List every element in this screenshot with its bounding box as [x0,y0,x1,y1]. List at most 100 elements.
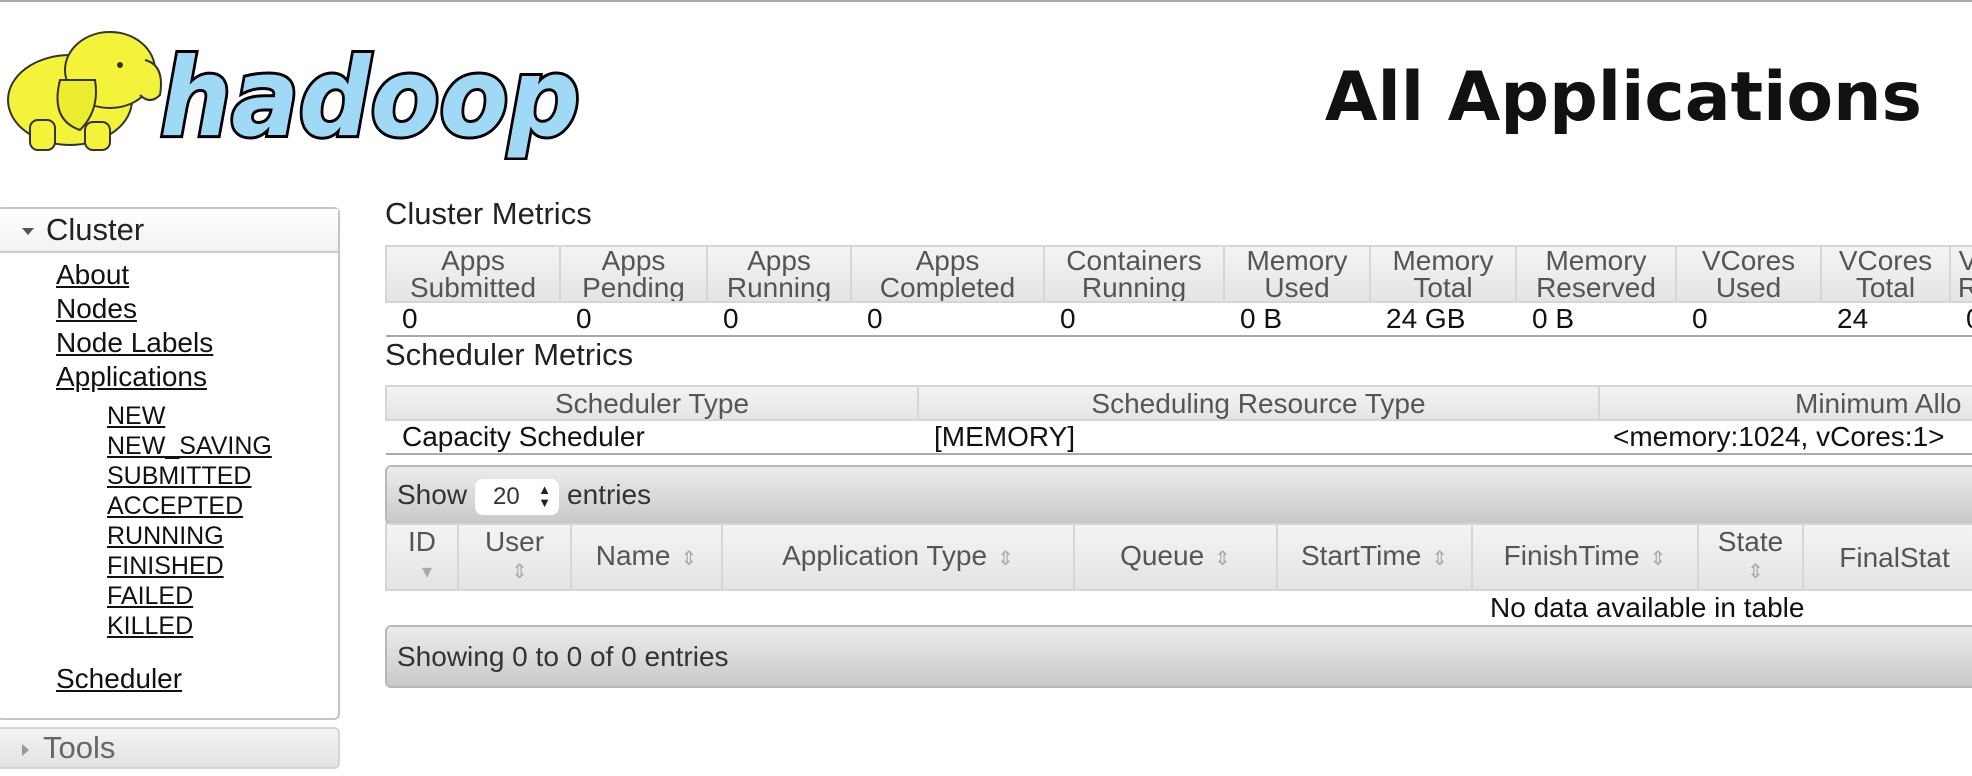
select-arrows-icon: ▲▼ [538,481,552,510]
metric-header-line: Total [1413,272,1473,302]
sort-icon: ⇕ [1747,561,1764,583]
header-scheduler-type: Scheduler Type [385,385,919,421]
metric-header-line: Running [726,272,832,302]
metric-value: 0 [1044,301,1224,337]
metric-value: 0 B [1224,301,1370,337]
sort-icon: ⇕ [680,547,698,570]
sidebar-state-running[interactable]: RUNNING [107,522,224,550]
sidebar-state-submitted[interactable]: SUBMITTED [107,462,252,490]
triangle-down-icon [22,228,34,236]
metric-header-line: Submitted [409,272,537,302]
page-size-select[interactable]: 20▲▼ [475,478,560,515]
minimum-allocation-value: <memory:1024, vCores:1> [1599,419,1972,455]
metric-header-line: Apps [915,246,980,276]
applications-header-row: ID▾User⇕Name⇕Application Type⇕Queue⇕Star… [385,523,1972,591]
cluster-metrics-title: Cluster Metrics [385,196,592,231]
tools-section-toggle[interactable]: Tools [0,727,340,769]
sort-icon: ⇕ [511,561,528,583]
sort-icon: ⇕ [1214,547,1231,570]
sort-desc-icon: ▾ [421,561,433,583]
metric-header-line: Reserved [1536,272,1656,302]
metric-value: 24 [1821,301,1950,337]
metric-header-line: V [1952,248,1972,275]
metric-header-line: Apps [441,246,505,276]
metric-header-line: Running [1081,272,1187,302]
column-header-label: FinalStat [1839,541,1950,573]
metric-header-line: Apps [601,246,666,276]
sidebar-link-node-labels[interactable]: Node Labels [56,327,214,358]
table-info-text: Showing 0 to 0 of 0 entries [397,641,729,672]
column-header[interactable]: Name ⇕ [570,523,723,591]
metric-value: 0 [1950,301,1972,337]
scheduler-metrics-title: Scheduler Metrics [385,337,634,372]
column-header[interactable]: ID▾ [385,523,459,591]
sidebar-state-killed[interactable]: KILLED [107,612,194,640]
sidebar-cluster-panel: Cluster About Nodes Node Labels Applicat… [0,207,340,720]
metric-header-line: Used [1264,272,1330,302]
sidebar-link-scheduler[interactable]: Scheduler [56,663,183,694]
metric-header-line: Total [1855,272,1916,302]
table-info-bar: Showing 0 to 0 of 0 entries [385,625,1972,688]
column-header[interactable]: FinalStat [1802,523,1972,591]
svg-text:hadoop: hadoop [160,36,580,160]
column-header[interactable]: State ⇕ [1697,523,1804,591]
top-border [0,0,1972,2]
column-header[interactable]: Application Type ⇕ [721,523,1075,591]
cluster-section-toggle[interactable]: Cluster [0,209,338,253]
header-scheduling-resource-type: Scheduling Resource Type [917,385,1600,421]
column-header-label: Queue [1120,539,1205,571]
sidebar-link-about[interactable]: About [56,259,130,290]
tools-label: Tools [43,730,116,765]
sidebar-link-nodes[interactable]: Nodes [56,293,137,324]
scheduler-metrics-header-row: Scheduler Type Scheduling Resource Type … [385,385,1972,421]
page-title: All Applications [1324,58,1922,137]
sidebar-state-failed[interactable]: FAILED [107,582,194,610]
sidebar-state-finished[interactable]: FINISHED [107,552,224,580]
column-header-label: State [1717,526,1784,557]
resource-type-value: [MEMORY] [918,419,1599,455]
metric-value: 0 [560,301,707,337]
sort-icon: ⇕ [997,547,1014,570]
header-minimum-allocation: Minimum Allo [1598,385,1972,421]
column-header-label: Name [595,539,671,571]
sidebar-state-new[interactable]: NEW [107,402,166,430]
triangle-right-icon [22,743,29,756]
metric-header-line: Pending [582,272,685,302]
metric-header-line: Containers [1066,246,1202,276]
sidebar-link-applications[interactable]: Applications [56,361,207,392]
metric-header-line: Memory [1392,246,1494,276]
entries-label: entries [567,479,652,510]
metric-header-line: Memory [1545,246,1647,276]
metric-header-line: Memory [1246,246,1348,276]
metric-value: 0 [851,301,1044,337]
column-header[interactable]: FinishTime⇕ [1471,523,1699,591]
elephant-icon [7,31,162,151]
column-header-label: FinishTime [1503,539,1640,571]
sidebar-state-new-saving[interactable]: NEW_SAVING [107,432,272,460]
metric-header-line: Used [1715,272,1782,302]
metric-value: 0 B [1516,301,1676,337]
column-header-label: User [484,526,545,557]
sidebar-state-accepted[interactable]: ACCEPTED [107,492,244,520]
applications-table: ID▾User⇕Name⇕Application Type⇕Queue⇕Star… [385,523,1972,591]
show-label: Show [397,479,468,510]
column-header-label: Application Type [782,539,988,571]
scheduler-type-value: Capacity Scheduler [386,419,918,455]
column-header[interactable]: Queue ⇕ [1073,523,1278,591]
column-header[interactable]: User ⇕ [457,523,572,591]
column-header[interactable]: StartTime⇕ [1276,523,1473,591]
cluster-label: Cluster [46,212,145,247]
metric-header-line: VCores [1701,246,1796,276]
sort-icon: ⇕ [1431,547,1449,570]
